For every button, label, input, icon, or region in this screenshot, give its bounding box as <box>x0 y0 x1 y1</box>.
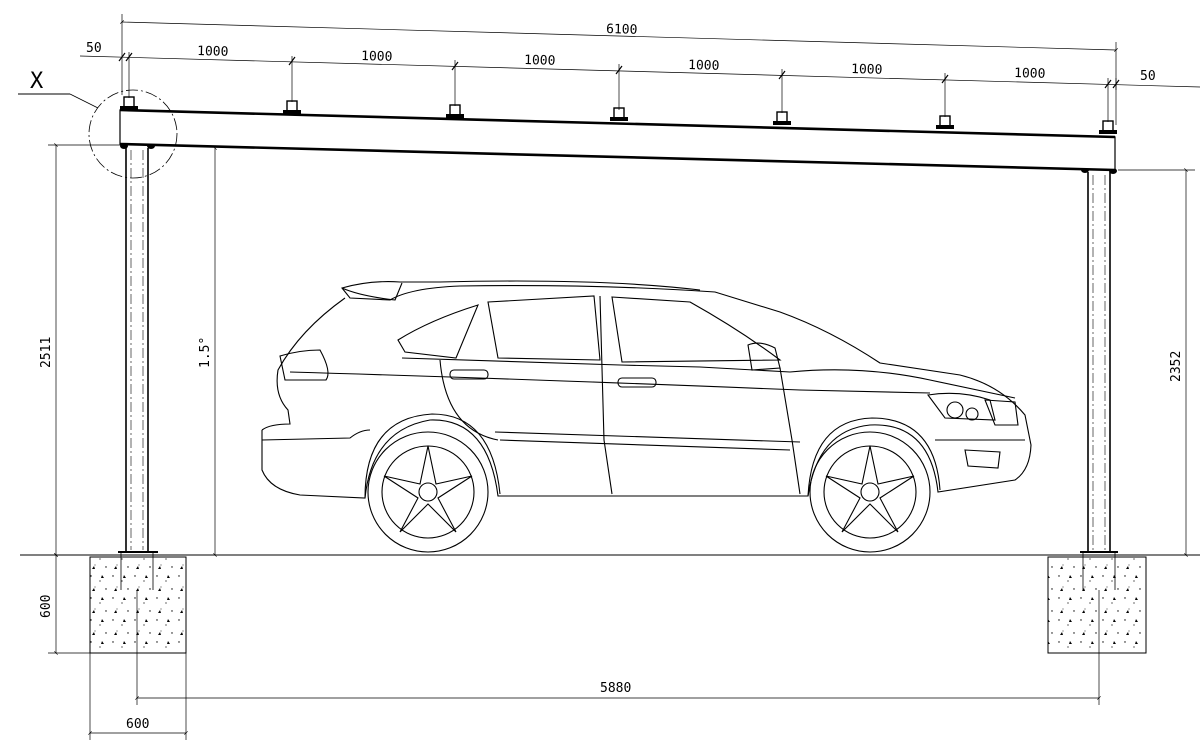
dim-spacing-chain: 50 50 1000 1000 1000 1000 1000 1000 <box>79 41 1201 122</box>
dim-slope: 1.5° <box>198 146 217 557</box>
dim-overall-width: 6100 <box>120 14 1118 125</box>
dim-foundation-width-label: 600 <box>126 717 149 732</box>
dim-slope-label: 1.5° <box>198 337 213 368</box>
dim-spacing-6-label: 1000 <box>1014 66 1046 82</box>
post-left <box>118 143 158 590</box>
dim-edge-left-label: 50 <box>86 41 102 56</box>
dim-foundation-width: 600 <box>88 653 188 740</box>
clamp <box>773 111 791 125</box>
dim-post-span-label: 5880 <box>600 681 631 696</box>
detail-marker-label: X <box>30 69 44 94</box>
clamp <box>283 100 301 114</box>
clamp <box>446 104 464 118</box>
dim-height-right: 2352 <box>1118 168 1195 557</box>
clamp <box>936 115 954 129</box>
foundation-right <box>1047 556 1147 654</box>
clamp <box>120 96 138 110</box>
roof-beam <box>119 108 1116 172</box>
dim-spacing-4-label: 1000 <box>688 58 720 74</box>
dim-overall-width-label: 6100 <box>606 22 638 38</box>
foundation-left <box>89 556 187 654</box>
post-right <box>1080 167 1118 590</box>
dim-height-left-label: 2511 <box>39 337 54 368</box>
dim-foundation-depth: 600 <box>39 553 90 655</box>
dim-spacing-5-label: 1000 <box>851 62 883 78</box>
dim-height-left: 2511 <box>39 143 122 557</box>
dim-edge-right-label: 50 <box>1140 69 1156 84</box>
dim-foundation-depth-label: 600 <box>39 595 54 618</box>
clamp <box>1099 120 1117 134</box>
dim-spacing-2-label: 1000 <box>361 49 393 65</box>
front-wheel <box>809 431 931 553</box>
dim-post-span: 5880 <box>135 590 1101 705</box>
dim-spacing-3-label: 1000 <box>524 53 556 69</box>
car-illustration <box>261 280 1032 553</box>
dim-height-right-label: 2352 <box>1169 351 1184 382</box>
dim-spacing-1-label: 1000 <box>197 44 229 60</box>
detail-callout: X <box>18 69 178 179</box>
roof-clamps <box>120 96 1117 134</box>
rear-wheel <box>367 431 489 553</box>
